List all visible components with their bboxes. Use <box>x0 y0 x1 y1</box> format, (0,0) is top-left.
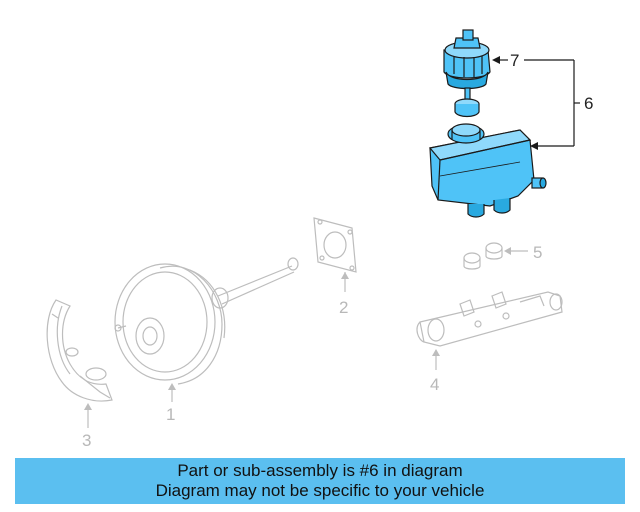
arrow-6 <box>530 142 538 150</box>
banner-line-2: Diagram may not be specific to your vehi… <box>155 481 485 500</box>
part-3-dust-shield <box>46 299 113 402</box>
callout-1: 1 <box>166 405 175 424</box>
banner-line-1: Part or sub-assembly is #6 in diagram <box>177 461 463 480</box>
callout-5: 5 <box>533 243 542 262</box>
arrow-2 <box>341 272 349 279</box>
callout-4: 4 <box>430 375 439 394</box>
info-banner: Part or sub-assembly is #6 in diagram Di… <box>15 458 625 504</box>
part-2-gasket <box>313 217 357 273</box>
part-1-brake-booster <box>114 257 299 385</box>
arrow-1 <box>168 383 176 390</box>
arrow-3 <box>84 403 92 410</box>
part-7-reservoir-cap <box>443 29 491 118</box>
arrow-4 <box>432 349 440 356</box>
part-5-grommets <box>463 242 503 270</box>
callout-2: 2 <box>339 298 348 317</box>
callout-6: 6 <box>584 94 593 113</box>
arrow-5 <box>504 247 511 255</box>
callout-3: 3 <box>82 431 91 450</box>
part-4-master-cylinder <box>416 291 563 347</box>
callout-lines-6-7 <box>494 59 580 147</box>
callout-7: 7 <box>510 51 519 70</box>
arrow-7 <box>492 56 500 64</box>
part-6-brake-fluid-reservoir <box>428 123 547 218</box>
